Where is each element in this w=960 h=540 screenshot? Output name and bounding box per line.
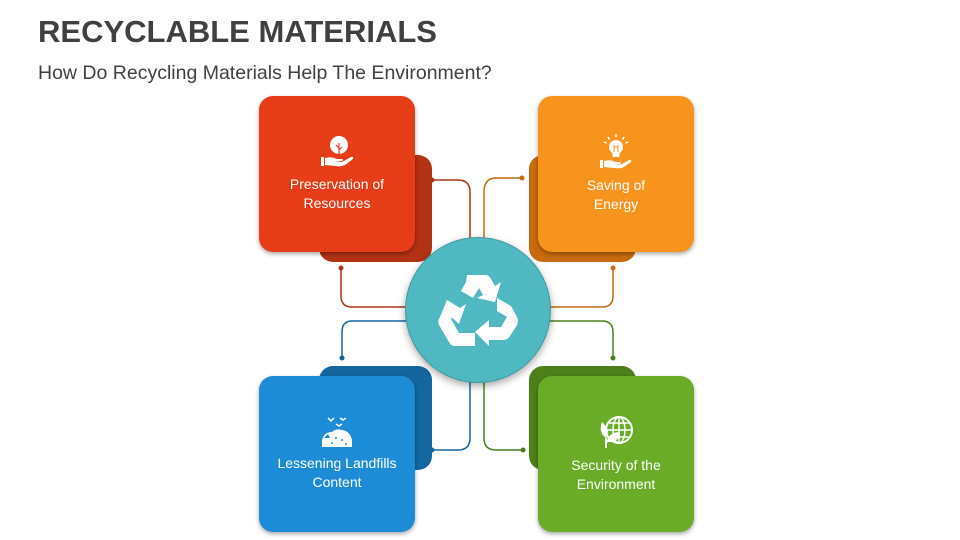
page-title: RECYCLABLE MATERIALS: [38, 14, 437, 49]
card-label-line1: Security of the: [571, 457, 661, 473]
card-label-line1: Lessening Landfills: [277, 455, 397, 471]
page-subtitle: How Do Recycling Materials Help The Envi…: [38, 62, 492, 84]
card-label-line2: Content: [312, 474, 362, 490]
card-label-line1: Saving of: [586, 177, 646, 193]
hand-lightbulb-icon: [600, 134, 632, 169]
card-label-line2: Environment: [576, 476, 656, 492]
hand-tree-icon: [321, 136, 354, 167]
card-label-line1: Preservation of: [289, 176, 385, 192]
card-label-line2: Resources: [303, 195, 371, 211]
recycle-hub: [405, 237, 551, 383]
card-security-of-the-environment: Security of the Environment: [538, 376, 694, 532]
card-label-line2: Energy: [593, 196, 639, 212]
landfill-icon: [322, 417, 352, 447]
card-saving-of-energy: Saving of Energy: [538, 96, 694, 252]
recycle-icon: [438, 275, 518, 346]
card-lessening-landfills-content: Lessening Landfills Content: [259, 376, 415, 532]
globe-leaf-icon: [600, 416, 633, 448]
card-preservation-of-resources: Preservation of Resources: [259, 96, 415, 252]
